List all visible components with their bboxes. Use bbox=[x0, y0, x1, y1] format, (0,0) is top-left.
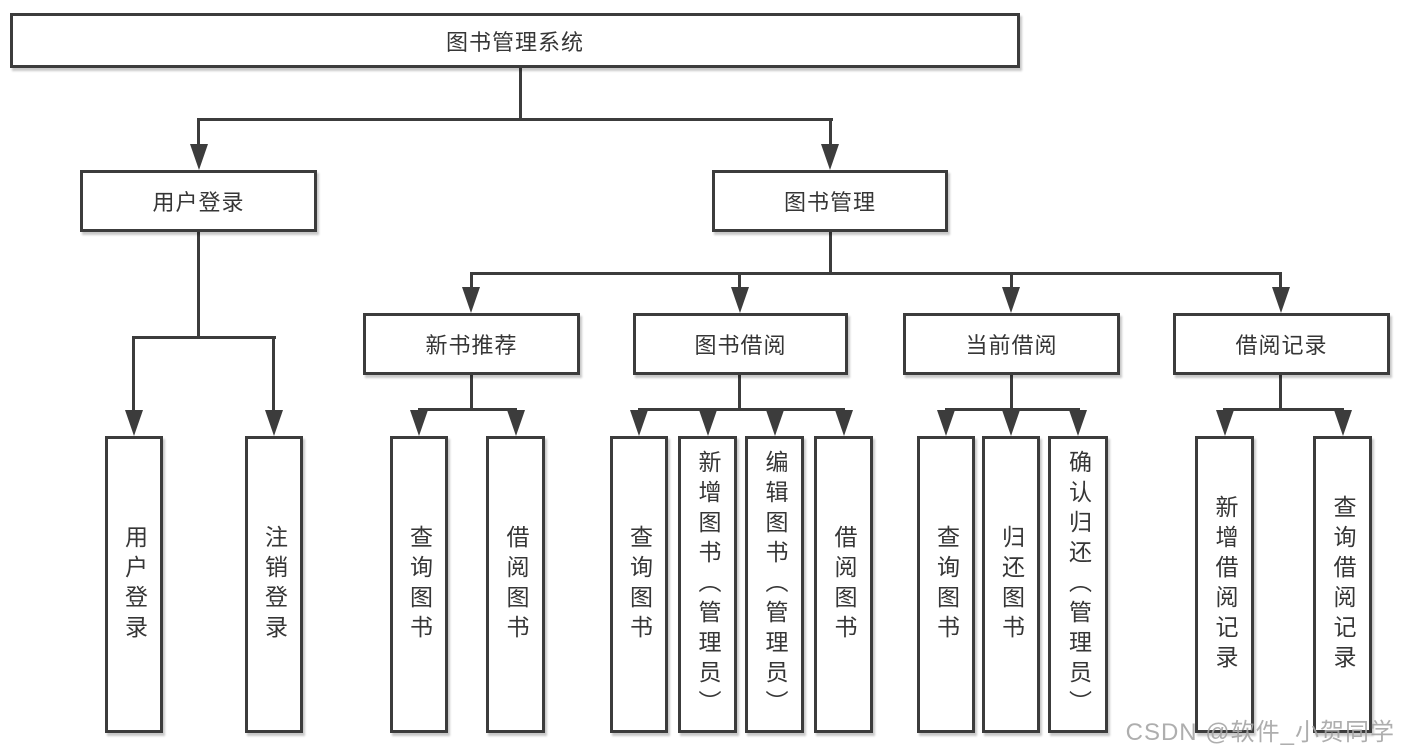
arrowhead-icon bbox=[937, 410, 955, 436]
leaf-add-books-admin: 新增图书（管理员） bbox=[678, 436, 737, 733]
connector-line bbox=[197, 118, 833, 121]
arrowhead-icon bbox=[1272, 287, 1290, 313]
arrowhead-icon bbox=[410, 410, 428, 436]
connector-line bbox=[829, 118, 832, 148]
node-book-management: 图书管理 bbox=[712, 170, 948, 232]
connector-line bbox=[1010, 375, 1013, 408]
leaf-borrow-books: 借阅图书 bbox=[814, 436, 873, 733]
arrowhead-icon bbox=[1069, 410, 1087, 436]
node-new-book-recommendation: 新书推荐 bbox=[363, 313, 580, 375]
connector-line bbox=[519, 68, 522, 118]
connector-line bbox=[1279, 375, 1282, 408]
leaf-add-borrow-record: 新增借阅记录 bbox=[1195, 436, 1254, 733]
node-user-login: 用户登录 bbox=[80, 170, 317, 232]
connector-line bbox=[418, 408, 517, 411]
connector-line bbox=[738, 375, 741, 408]
arrowhead-icon bbox=[462, 287, 480, 313]
node-borrowing-records: 借阅记录 bbox=[1173, 313, 1390, 375]
leaf-edit-books-admin: 编辑图书（管理员） bbox=[745, 436, 804, 733]
leaf-borrow-books-recommend: 借阅图书 bbox=[486, 436, 545, 733]
arrowhead-icon bbox=[699, 410, 717, 436]
connector-line bbox=[470, 375, 473, 408]
leaf-query-books-recommend: 查询图书 bbox=[390, 436, 448, 733]
arrowhead-icon bbox=[190, 144, 208, 170]
connector-line bbox=[470, 272, 1282, 275]
arrowhead-icon bbox=[766, 410, 784, 436]
connector-line bbox=[638, 408, 845, 411]
connector-line bbox=[133, 336, 276, 339]
connector-line bbox=[1223, 408, 1344, 411]
node-book-borrowing: 图书借阅 bbox=[633, 313, 848, 375]
leaf-query-books-borrow: 查询图书 bbox=[610, 436, 668, 733]
arrowhead-icon bbox=[835, 410, 853, 436]
arrowhead-icon bbox=[1334, 410, 1352, 436]
arrowhead-icon bbox=[265, 410, 283, 436]
connector-line bbox=[197, 232, 200, 336]
watermark: CSDN @软件_小贺同学 bbox=[1125, 719, 1395, 746]
leaf-user-login: 用户登录 bbox=[105, 436, 163, 733]
leaf-return-books: 归还图书 bbox=[982, 436, 1040, 733]
arrowhead-icon bbox=[507, 410, 525, 436]
leaf-confirm-return-admin: 确认归还（管理员） bbox=[1048, 436, 1108, 733]
arrowhead-icon bbox=[630, 410, 648, 436]
arrowhead-icon bbox=[1002, 287, 1020, 313]
connector-line bbox=[738, 272, 741, 290]
arrowhead-icon bbox=[125, 410, 143, 436]
leaf-query-books-current: 查询图书 bbox=[917, 436, 975, 733]
connector-line bbox=[132, 336, 135, 412]
node-library-management-system: 图书管理系统 bbox=[10, 13, 1020, 68]
connector-line bbox=[1279, 272, 1282, 290]
arrowhead-icon bbox=[731, 287, 749, 313]
connector-line bbox=[829, 232, 832, 272]
node-current-borrowing: 当前借阅 bbox=[903, 313, 1120, 375]
arrowhead-icon bbox=[1002, 410, 1020, 436]
connector-line bbox=[470, 272, 473, 290]
connector-line bbox=[1010, 272, 1013, 290]
connector-line bbox=[197, 118, 200, 148]
arrowhead-icon bbox=[821, 144, 839, 170]
connector-line bbox=[272, 336, 275, 412]
arrowhead-icon bbox=[1216, 410, 1234, 436]
leaf-logout: 注销登录 bbox=[245, 436, 303, 733]
leaf-query-borrow-record: 查询借阅记录 bbox=[1313, 436, 1372, 733]
